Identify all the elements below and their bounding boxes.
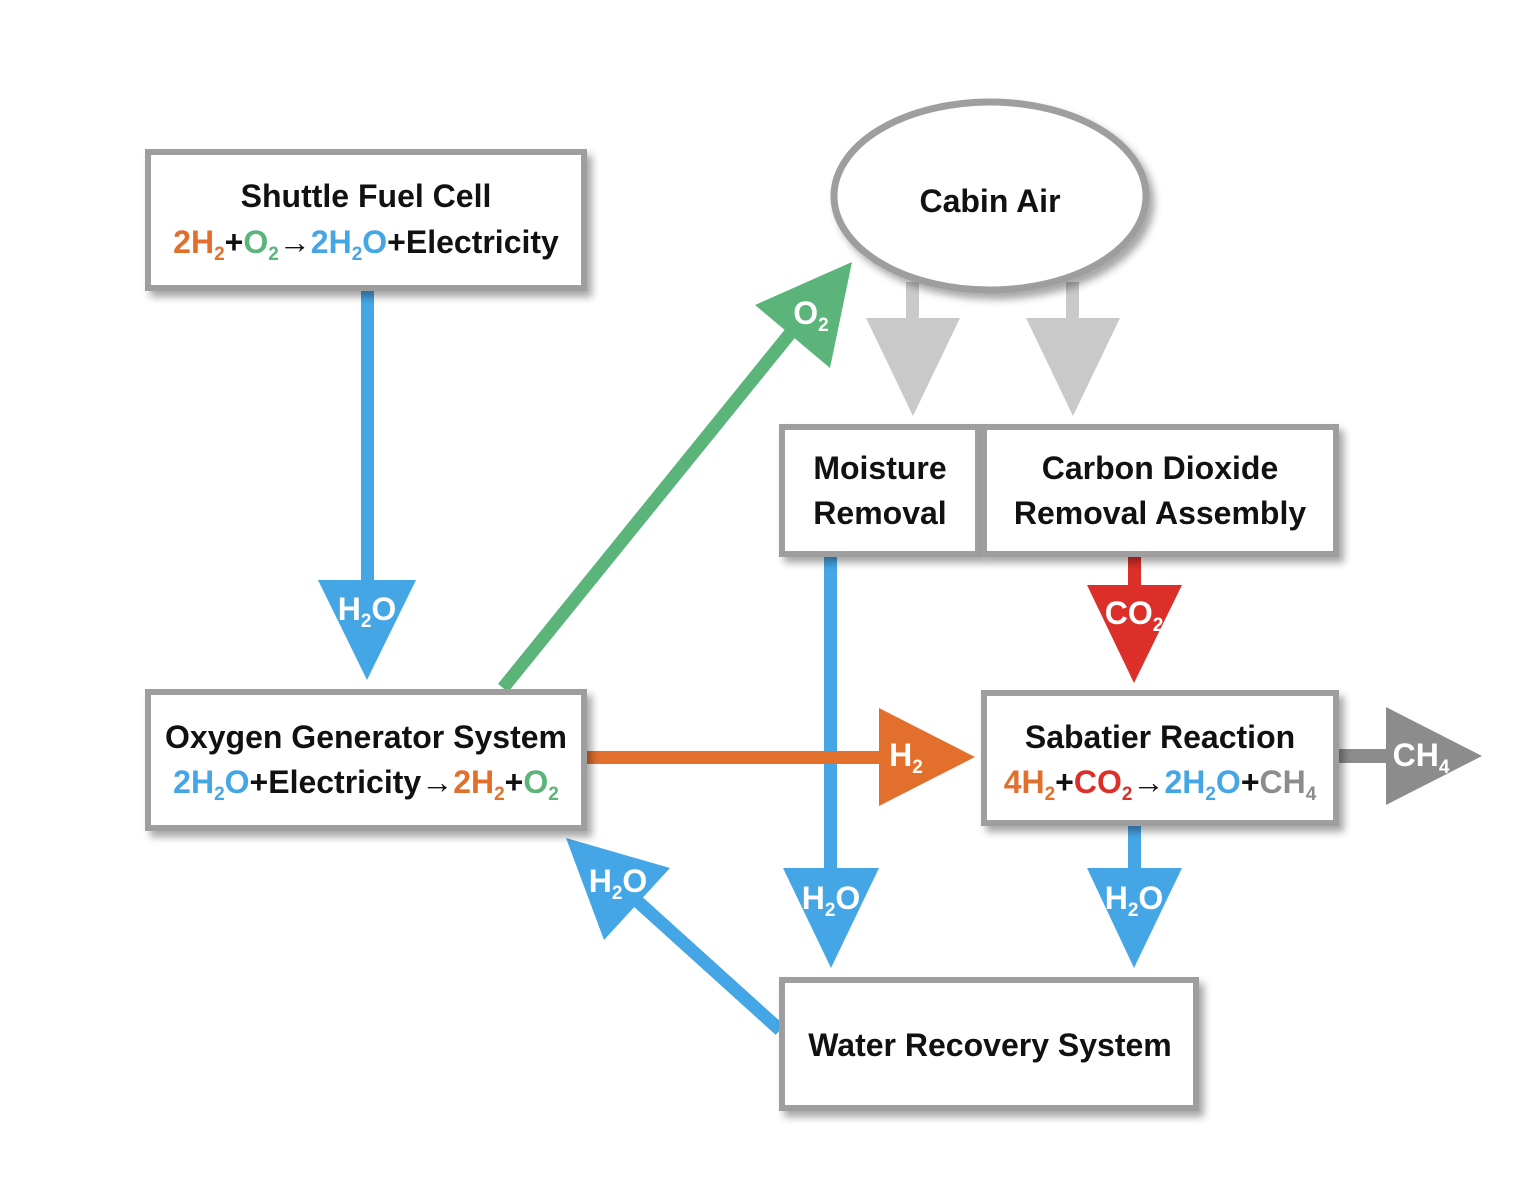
node-sabatier-reaction: Sabatier Reaction 4H2+CO2→2H2O+CH4 bbox=[981, 690, 1339, 826]
node-water-recovery-system: Water Recovery System bbox=[779, 977, 1199, 1111]
arrow-cabin-to-co2-removal bbox=[1026, 282, 1120, 416]
equation-term: + bbox=[250, 764, 269, 800]
equation-term: + bbox=[1241, 764, 1260, 800]
sabatier-title: Sabatier Reaction bbox=[1025, 719, 1295, 755]
arrow-label-co2: CO2 bbox=[1105, 595, 1164, 636]
arrow-co2-to-sabatier bbox=[1087, 555, 1182, 683]
equation-term: O bbox=[1216, 764, 1241, 800]
arrow-label-h2o-wrs: H2O bbox=[589, 863, 648, 904]
arrow-label-h2o-fuelcell: H2O bbox=[338, 591, 397, 632]
arrow-sabatier-to-wrs bbox=[1087, 822, 1182, 968]
equation-term: 2H bbox=[453, 764, 494, 800]
equation-term: 4 bbox=[1306, 784, 1317, 805]
equation-term: 2H bbox=[173, 224, 214, 260]
arrow-label-ch4: CH4 bbox=[1393, 737, 1450, 778]
equation-term: 2 bbox=[1205, 784, 1216, 805]
equation-term: → bbox=[1132, 764, 1164, 800]
equation-term: 2 bbox=[352, 244, 363, 265]
cabin-air-title: Cabin Air bbox=[919, 183, 1060, 219]
equation-term: + bbox=[1055, 764, 1074, 800]
equation-term: → bbox=[421, 764, 453, 800]
ogs-equation: 2H2O+Electricity→2H2+O2 bbox=[173, 764, 559, 805]
equation-term: 2H bbox=[1164, 764, 1205, 800]
equation-term: → bbox=[279, 224, 311, 260]
arrow-label-h2o-sabatier: H2O bbox=[1105, 880, 1164, 921]
equation-term: + bbox=[387, 224, 406, 260]
equation-term: 2H bbox=[311, 224, 352, 260]
co2-removal-line2: Removal Assembly bbox=[1014, 495, 1306, 531]
moisture-removal-line1: Moisture bbox=[813, 450, 946, 486]
node-moisture-removal: Moisture Removal bbox=[779, 424, 981, 557]
equation-term: + bbox=[225, 224, 244, 260]
equation-term: 2 bbox=[214, 784, 225, 805]
arrow-sabatier-out bbox=[1336, 707, 1482, 805]
node-cabin-air: Cabin Air bbox=[830, 98, 1150, 294]
node-shuttle-fuel-cell: Shuttle Fuel Cell 2H2+O2→2H2O+Electricit… bbox=[145, 149, 587, 291]
node-oxygen-generator-system: Oxygen Generator System 2H2O+Electricity… bbox=[145, 689, 587, 831]
equation-term: 2 bbox=[494, 784, 505, 805]
arrow-cabin-to-moisture bbox=[866, 282, 960, 416]
equation-term: Electricity bbox=[268, 764, 421, 800]
equation-term: O bbox=[243, 224, 268, 260]
equation-term: O bbox=[523, 764, 548, 800]
arrow-ogs-to-cabin bbox=[497, 262, 852, 693]
equation-term: 2 bbox=[548, 784, 559, 805]
ogs-title: Oxygen Generator System bbox=[165, 719, 567, 755]
arrow-wrs-to-ogs bbox=[566, 838, 785, 1035]
arrow-label-h2: H2 bbox=[889, 737, 923, 778]
sabatier-equation: 4H2+CO2→2H2O+CH4 bbox=[1004, 764, 1317, 805]
equation-term: 2 bbox=[268, 244, 279, 265]
fuel-cell-title: Shuttle Fuel Cell bbox=[241, 178, 492, 214]
equation-term: 2 bbox=[214, 244, 225, 265]
moisture-removal-line2: Removal bbox=[813, 495, 946, 531]
equation-term: 4H bbox=[1004, 764, 1045, 800]
equation-term: 2H bbox=[173, 764, 214, 800]
water-recovery-title: Water Recovery System bbox=[808, 1027, 1171, 1063]
arrow-fuelcell-to-ogs bbox=[318, 288, 416, 680]
equation-term: CH bbox=[1260, 764, 1306, 800]
arrow-moisture-to-wrs bbox=[783, 555, 879, 968]
arrow-label-o2: O2 bbox=[793, 295, 828, 336]
node-co2-removal-assembly: Carbon Dioxide Removal Assembly bbox=[981, 424, 1339, 557]
equation-term: O bbox=[225, 764, 250, 800]
equation-term: Electricity bbox=[406, 224, 559, 260]
equation-term: + bbox=[505, 764, 524, 800]
equation-term: O bbox=[362, 224, 387, 260]
equation-term: CO bbox=[1074, 764, 1122, 800]
equation-term: 2 bbox=[1045, 784, 1056, 805]
arrow-label-h2o-moisture: H2O bbox=[802, 880, 861, 921]
co2-removal-line1: Carbon Dioxide bbox=[1042, 450, 1278, 486]
fuel-cell-equation: 2H2+O2→2H2O+Electricity bbox=[173, 224, 559, 265]
arrow-ogs-to-sabatier bbox=[585, 708, 975, 806]
equation-term: 2 bbox=[1122, 784, 1133, 805]
